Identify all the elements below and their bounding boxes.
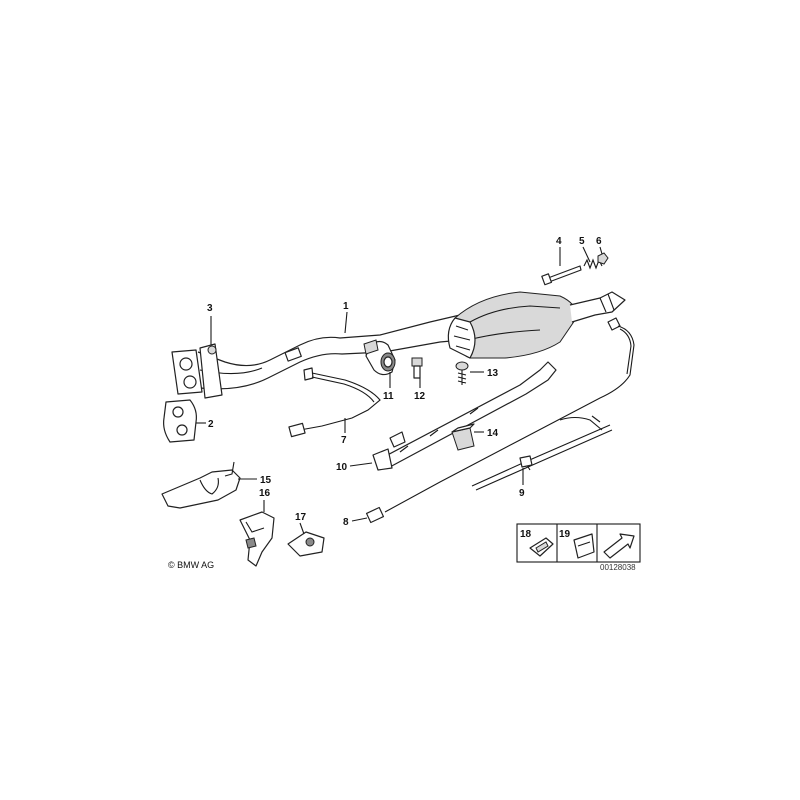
part-19-clip[interactable] bbox=[573, 533, 595, 559]
label-1: 1 bbox=[343, 301, 349, 312]
label-3: 3 bbox=[207, 303, 213, 314]
label-9: 9 bbox=[519, 488, 525, 499]
direction-arrow-icon bbox=[603, 533, 635, 559]
label-14: 14 bbox=[487, 428, 499, 439]
label-15: 15 bbox=[260, 475, 272, 486]
label-8: 8 bbox=[343, 517, 349, 528]
label-16: 16 bbox=[259, 488, 271, 499]
part-11-clamp[interactable] bbox=[363, 339, 396, 376]
part-10-bracket[interactable] bbox=[372, 361, 557, 471]
part-18-clip[interactable] bbox=[529, 537, 554, 557]
label-2: 2 bbox=[208, 419, 214, 430]
part-3-nut[interactable] bbox=[207, 345, 217, 355]
manifold-flange bbox=[171, 349, 203, 395]
part-1-front-pipe-catalytic-converter[interactable] bbox=[197, 291, 626, 399]
label-18: 18 bbox=[520, 529, 532, 540]
part-7-oxygen-sensor[interactable] bbox=[288, 367, 381, 438]
label-5: 5 bbox=[579, 236, 585, 247]
label-19: 19 bbox=[559, 529, 571, 540]
label-13: 13 bbox=[487, 368, 499, 379]
inset-box bbox=[516, 523, 641, 563]
part-17-clip[interactable] bbox=[287, 531, 325, 557]
label-7: 7 bbox=[341, 435, 347, 446]
copyright-text: © BMW AG bbox=[168, 560, 214, 570]
part-8-oxygen-sensor[interactable] bbox=[365, 317, 635, 524]
part-12-bolt[interactable] bbox=[411, 357, 423, 379]
part-15-bracket[interactable] bbox=[161, 461, 241, 509]
part-6-nut[interactable] bbox=[597, 252, 609, 265]
part-4-bolt[interactable] bbox=[541, 265, 582, 286]
part-13-screw[interactable] bbox=[455, 361, 469, 385]
label-10: 10 bbox=[336, 462, 348, 473]
label-12: 12 bbox=[414, 391, 426, 402]
part-9-cable-holder[interactable] bbox=[471, 415, 613, 491]
document-number: 00128038 bbox=[600, 563, 636, 572]
label-6: 6 bbox=[596, 236, 602, 247]
label-17: 17 bbox=[295, 512, 307, 523]
part-14-rubber-mount[interactable] bbox=[451, 423, 475, 451]
label-4: 4 bbox=[556, 236, 562, 247]
part-2-gasket[interactable] bbox=[163, 399, 197, 443]
part-16-hanger[interactable] bbox=[239, 511, 275, 567]
label-11: 11 bbox=[383, 391, 394, 402]
